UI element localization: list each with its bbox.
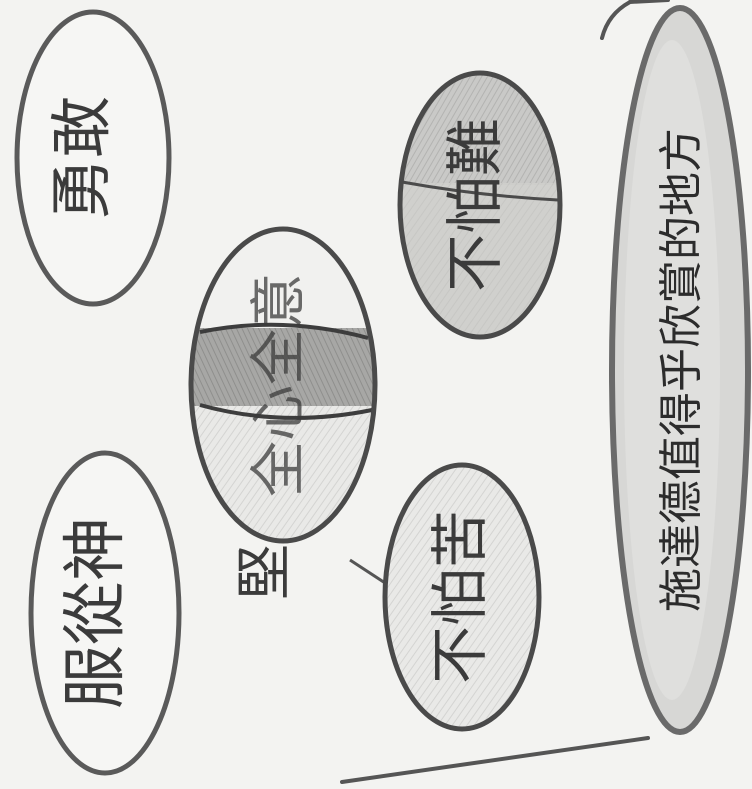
oval-main-highlight	[624, 40, 720, 700]
oval-top-left	[14, 9, 172, 307]
label-top-left: 勇敢	[45, 96, 118, 220]
label-bottom-left: 服從神	[59, 517, 133, 709]
label-right-lower: 不怕苦	[426, 510, 494, 684]
connector-lines	[340, 0, 670, 784]
oval-bottom-left	[28, 450, 182, 776]
label-main: 施達德值得乎欣賞的地方	[656, 128, 707, 612]
label-right-upper: 不怕難	[441, 118, 509, 292]
label-center-prefix: 堅	[233, 544, 298, 600]
oval-right-lower	[382, 462, 542, 732]
label-center: 全心全意	[247, 273, 312, 497]
